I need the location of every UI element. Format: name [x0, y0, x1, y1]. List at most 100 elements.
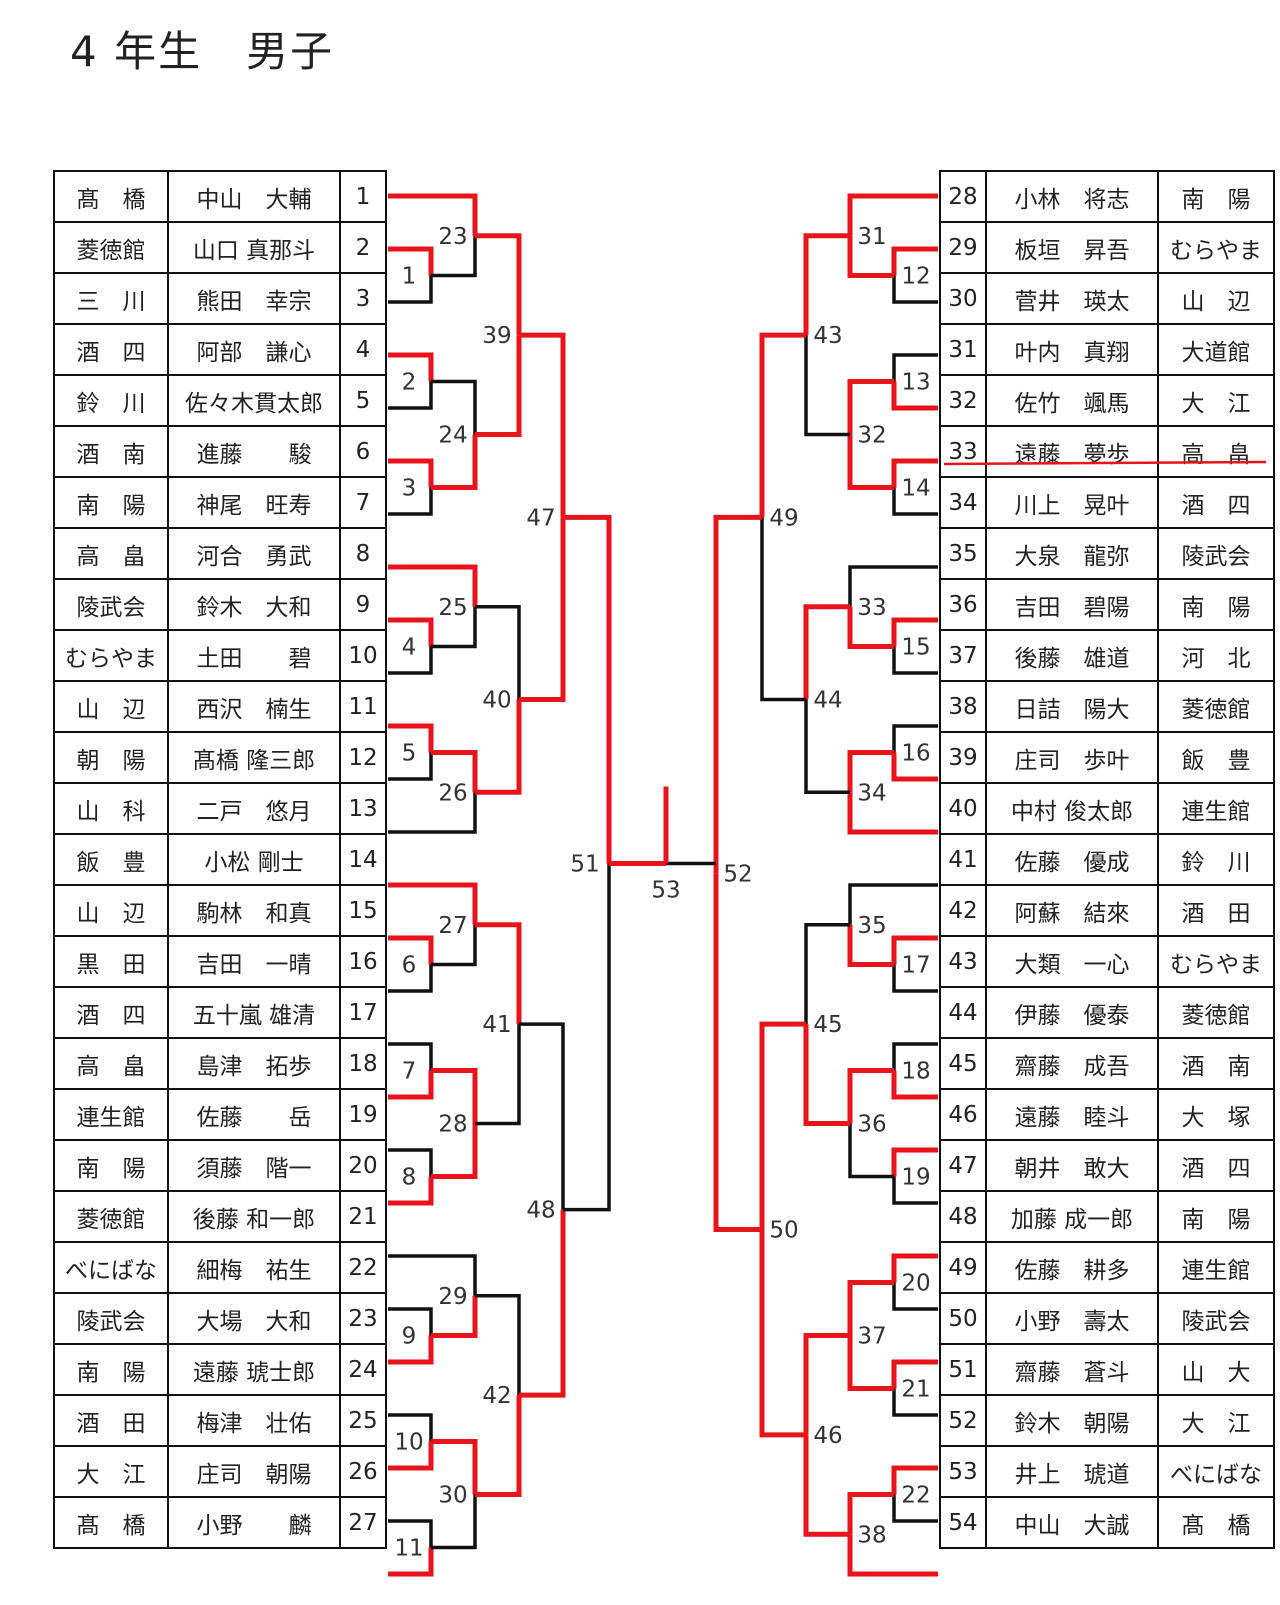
- bracket-line: [388, 964, 433, 993]
- entry-school: 大 江: [1157, 374, 1275, 427]
- match-number: 24: [438, 423, 467, 449]
- entry-number: 44: [939, 986, 987, 1039]
- entry-number: 42: [939, 884, 987, 937]
- entry-school: 菱徳館: [1157, 986, 1275, 1039]
- bracket-line: [388, 1307, 433, 1336]
- match-number: 21: [901, 1377, 930, 1403]
- entry-school: 山 科: [53, 782, 169, 835]
- entry-school: 三 川: [53, 272, 169, 325]
- entry-school: 河 北: [1157, 629, 1275, 682]
- bracket-line: [475, 1395, 522, 1497]
- match-number: 7: [402, 1059, 417, 1085]
- entry-number: 51: [939, 1343, 987, 1396]
- match-number: 34: [857, 780, 886, 806]
- entry-number: 5: [339, 374, 387, 427]
- entry-name: 大泉 龍弥: [985, 527, 1159, 580]
- entry-school: 髙 橋: [53, 1496, 169, 1549]
- entry-school: 山 辺: [1157, 272, 1275, 325]
- bracket-line: [388, 564, 478, 607]
- entry-school: 菱徳館: [53, 1190, 169, 1243]
- entry-name: 西沢 楠生: [167, 680, 341, 733]
- match-number: 4: [402, 635, 417, 661]
- entry-number: 30: [939, 272, 987, 325]
- entry-school: べにばな: [53, 1241, 169, 1294]
- bracket-line: [891, 1253, 938, 1283]
- entry-number: 7: [339, 476, 387, 529]
- bracket-line: [388, 1070, 434, 1100]
- bracket-line: [847, 1335, 894, 1391]
- bracket-line: [847, 924, 894, 967]
- entry-school: 朝 陽: [53, 731, 169, 784]
- entry-school: 酒 南: [53, 425, 169, 478]
- match-number: 41: [482, 1012, 511, 1038]
- match-number: 8: [402, 1165, 417, 1191]
- bracket-line: [847, 1492, 894, 1535]
- match-number: 53: [651, 877, 680, 903]
- bracket-line: [892, 487, 938, 516]
- match-number: 36: [857, 1112, 886, 1138]
- entry-school: 大 江: [1157, 1394, 1275, 1447]
- entry-number: 21: [339, 1190, 387, 1243]
- bracket-line: [431, 434, 478, 490]
- entry-name: 鈴木 朝陽: [985, 1394, 1159, 1447]
- bracket-line: [803, 233, 850, 336]
- entry-school: べにばな: [1157, 1445, 1275, 1498]
- bracket-line: [388, 381, 433, 410]
- entry-name: 小野 麟: [167, 1496, 341, 1549]
- bracket-line: [388, 723, 434, 753]
- entry-number: 48: [939, 1190, 987, 1243]
- entry-name: 五十嵐 雄清: [167, 986, 341, 1039]
- entry-name: 齋藤 蒼斗: [985, 1343, 1159, 1396]
- entry-name: 遠藤 琥士郎: [167, 1343, 341, 1396]
- bracket-line: [431, 1295, 478, 1338]
- entry-name: 二戸 悠月: [167, 782, 341, 835]
- bracket-line: [804, 699, 850, 794]
- bracket-line: [803, 604, 850, 700]
- bracket-line: [892, 275, 938, 304]
- match-number: 20: [901, 1271, 930, 1297]
- entry-name: 遠藤 睦斗: [985, 1088, 1159, 1141]
- bracket-line: [475, 1024, 521, 1126]
- entry-school: 飯 豊: [1157, 731, 1275, 784]
- entry-school: 陵武会: [53, 578, 169, 631]
- entry-school: むらやま: [1157, 935, 1275, 988]
- entry-school: 菱徳館: [53, 221, 169, 274]
- entry-number: 22: [339, 1241, 387, 1294]
- entry-number: 9: [339, 578, 387, 631]
- entry-number: 26: [339, 1445, 387, 1498]
- bracket-line: [519, 332, 566, 518]
- bracket-line: [803, 1333, 850, 1435]
- entry-name: 島津 拓歩: [167, 1037, 341, 1090]
- match-number: 35: [857, 913, 886, 939]
- entry-name: 佐竹 颯馬: [985, 374, 1159, 427]
- entry-name: 細梅 祐生: [167, 1241, 341, 1294]
- entry-name: 阿蘇 結來: [985, 884, 1159, 937]
- bracket-line: [891, 458, 938, 488]
- bracket-line: [847, 434, 894, 490]
- entry-school: 山 辺: [53, 884, 169, 937]
- entry-name: 中山 大誠: [985, 1496, 1159, 1549]
- bracket-line: [892, 1042, 938, 1071]
- entry-number: 4: [339, 323, 387, 376]
- bracket-line: [388, 617, 434, 647]
- match-number: 6: [402, 953, 417, 979]
